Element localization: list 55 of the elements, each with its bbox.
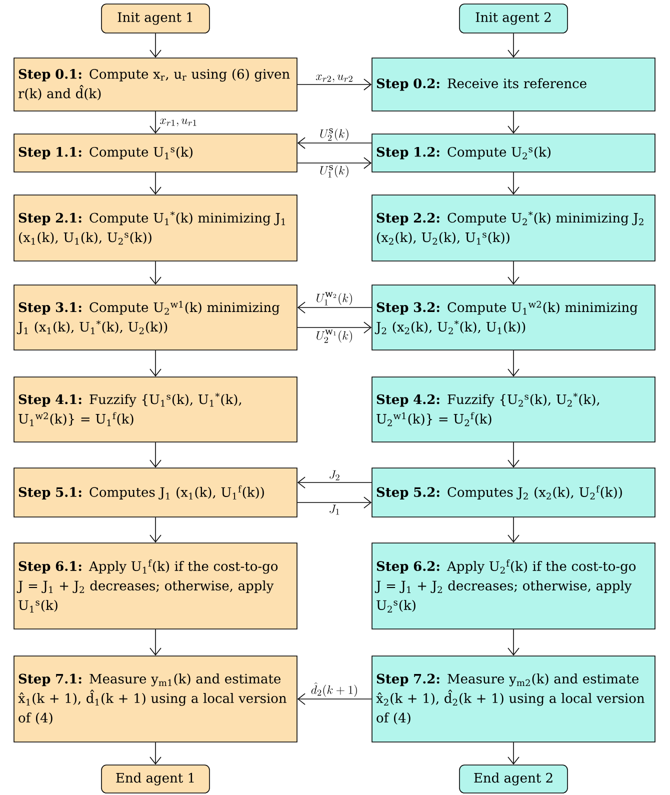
process-box: Step 7.2: Measure y$_{m2}$(k) and estimate x̂$_{2}$(k + 1), d̂$_{2}$(k + 1) using a local version of (4): [372, 656, 656, 742]
arrow: [297, 157, 372, 169]
arrow: [150, 261, 162, 285]
terminal-box: End agent 1: [101, 764, 210, 794]
process-box: Step 0.2: Receive its reference: [372, 58, 656, 112]
arrow: [150, 742, 162, 765]
process-box: Step 4.1: Fuzzify {U$_{1}$$^{s}$(k), U$_{1}$$^{*}$(k), U$_{1}$$^{w2}$(k)} = U$_{1}$$^{f}$(k): [14, 376, 298, 442]
edge-label: $x_{r2}, u_{r2}$: [314, 74, 354, 84]
edge-label: $J_1$: [328, 504, 342, 516]
arrow: [508, 442, 520, 468]
arrow: [150, 442, 162, 468]
process-box: Step 2.1: Compute U$_{1}$$^{*}$(k) minimizing J$_{1}$ (x$_{1}$(k), U$_{1}$(k), U$_{2}$$^{s}$(k)): [14, 194, 298, 262]
edge-label: $J_2$: [328, 469, 342, 482]
arrow: [150, 629, 162, 656]
arrow: [508, 33, 520, 58]
edge-label: $U_2^{\mathrm{s}}(k)$: [318, 127, 351, 142]
arrow: [508, 742, 520, 765]
arrow: [297, 78, 372, 90]
process-box: Step 6.2: Apply U$_{2}$$^{f}$(k) if the cost-to-go J = J$_{1}$ + J$_{2}$ decreases; otherwise, apply U$_{2}$$^{s}$(k): [372, 542, 656, 630]
arrow: [150, 111, 162, 134]
process-box: Step 1.2: Compute U$_{2}$$^{s}$(k): [372, 134, 656, 172]
process-box: Step 2.2: Compute U$_{2}$$^{*}$(k) minimizing J$_{2}$ (x$_{2}$(k), U$_{2}$(k), U$_{1}$$^{s}$(k)): [372, 194, 656, 262]
edge-label: $x_{r1}, u_{r1}$: [158, 118, 198, 128]
edge-label: $U_1^{\mathrm{s}}(k)$: [318, 164, 351, 179]
edge-label: $U_1^{\mathrm{w}_2}(k)$: [314, 291, 354, 306]
arrow: [297, 476, 372, 488]
arrow: [508, 111, 520, 134]
terminal-box: End agent 2: [459, 764, 568, 794]
process-box: Step 3.1: Compute U$_{2}$$^{w1}$(k) minimizing J$_{1}$ (x$_{1}$(k), U$_{1}$$^{*}$(k), U$_{2}$(k)): [14, 284, 298, 350]
arrow: [150, 172, 162, 195]
terminal-box: Init agent 1: [101, 4, 210, 34]
arrow: [297, 137, 372, 149]
arrow: [297, 302, 372, 314]
arrow: [508, 629, 520, 656]
process-box: Step 3.2: Compute U$_{1}$$^{w2}$(k) minimizing J$_{2}$ (x$_{2}$(k), U$_{2}$$^{*}$(k), U$_{1}$(k)): [372, 284, 656, 350]
arrow: [297, 693, 372, 705]
process-box: Step 6.1: Apply U$_{1}$$^{f}$(k) if the cost-to-go J = J$_{1}$ + J$_{2}$ decreases; otherwise, apply U$_{1}$$^{s}$(k): [14, 542, 298, 630]
terminal-box: Init agent 2: [459, 4, 568, 34]
arrow: [508, 517, 520, 543]
arrow: [150, 517, 162, 543]
arrow: [508, 261, 520, 285]
arrow: [150, 33, 162, 58]
arrow: [297, 496, 372, 508]
edge-label: $\hat{d}_2(k+1)$: [310, 681, 360, 698]
process-box: Step 7.1: Measure y$_{m1}$(k) and estimate x̂$_{1}$(k + 1), d̂$_{1}$(k + 1) using a local version of (4): [14, 656, 298, 742]
process-box: Step 0.1: Compute x$_{r}$, u$_{r}$ using (6) given r(k) and d̂(k): [14, 58, 298, 112]
edge-label: $U_2^{\mathrm{w}_1}(k)$: [314, 328, 354, 344]
arrow: [508, 350, 520, 377]
arrow: [508, 172, 520, 195]
process-box: Step 1.1: Compute U$_{1}$$^{s}$(k): [14, 134, 298, 172]
process-box: Step 5.2: Computes J$_{2}$ (x$_{2}$(k), U$_{2}$$^{f}$(k)): [372, 468, 656, 518]
arrow: [297, 322, 372, 334]
process-box: Step 4.2: Fuzzify {U$_{2}$$^{s}$(k), U$_{2}$$^{*}$(k), U$_{2}$$^{w1}$(k)} = U$_{2}$$^{f}$(k): [372, 376, 656, 442]
process-box: Step 5.1: Computes J$_{1}$ (x$_{1}$(k), U$_{1}$$^{f}$(k)): [14, 468, 298, 518]
arrow: [150, 350, 162, 377]
